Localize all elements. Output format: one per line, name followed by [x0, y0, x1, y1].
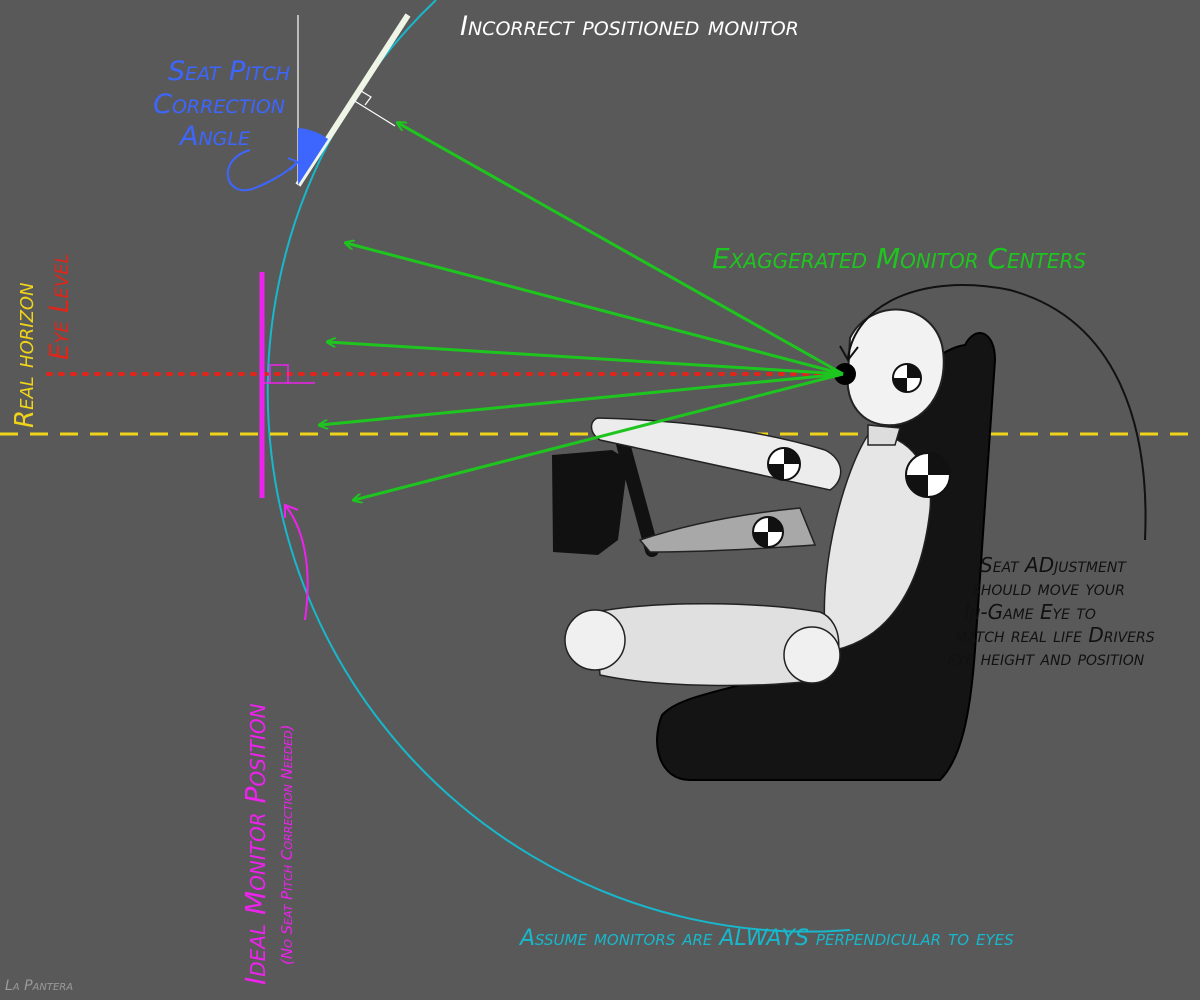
seat — [656, 332, 997, 781]
exaggerated-centers-label: Exaggerated Monitor Centers — [712, 242, 1086, 275]
ideal-position-label: Ideal Monitor Position — [239, 703, 272, 985]
signature: La Pantera — [5, 978, 73, 994]
seat-pitch-angle-wedge — [298, 128, 328, 185]
seat-adjust-line3: In-Game Eye to — [964, 600, 1096, 624]
steering-wheel — [552, 450, 628, 555]
assume-perpendicular-label: Assume monitors are ALWAYS perpendicular… — [518, 926, 1014, 951]
test-target-markers — [752, 363, 951, 548]
steering-column — [615, 433, 659, 557]
seat-adjustment-arrow — [847, 284, 1147, 541]
seat-adjust-line1: Seat ADjustment — [980, 553, 1127, 577]
real-horizon-label: Real horizon — [10, 282, 40, 428]
seat-adjust-line2: should move your — [972, 576, 1125, 600]
seat-pitch-label-line1: Seat Pitch — [168, 56, 290, 87]
seat-pitch-label-line3: Angle — [178, 121, 250, 152]
seat-pitch-pointer — [226, 149, 298, 192]
eye-level-label: Eye Level — [45, 253, 75, 360]
seat-adjust-line5: eye height and position — [948, 646, 1145, 670]
viewing-arc — [266, 0, 851, 933]
monitor-center-arrows — [320, 123, 844, 500]
right-angle-mark-top — [360, 90, 372, 106]
right-angle-mark-ideal — [269, 364, 289, 383]
seat-pitch-label-line2: Correction — [153, 89, 285, 120]
seat-adjust-line4: match real life Drivers — [955, 623, 1155, 647]
ideal-position-note: (No Seat Pitch Correction Needed) — [278, 725, 296, 965]
ideal-monitor-pointer — [284, 504, 309, 621]
eye-point — [834, 363, 856, 385]
crash-test-dummy — [564, 308, 945, 687]
incorrect-monitor-label: Incorrect positioned monitor — [460, 11, 799, 42]
perpendicular-marker-line — [352, 99, 396, 127]
